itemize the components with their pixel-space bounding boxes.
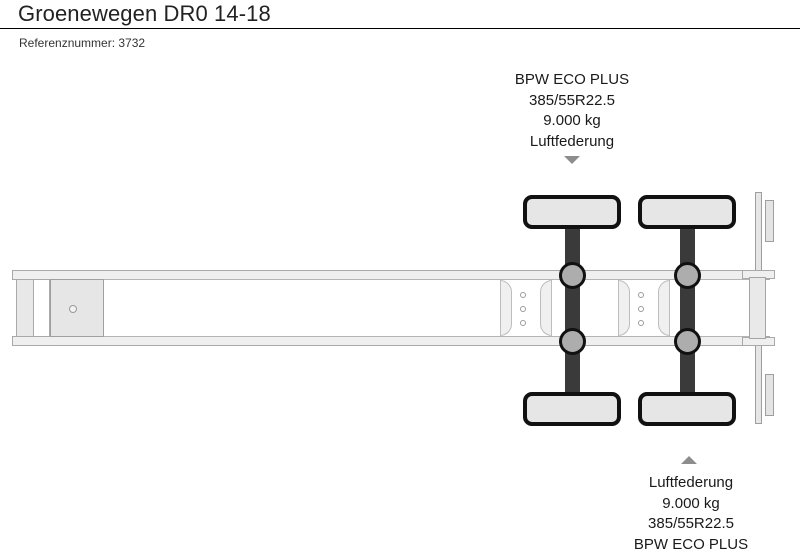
- spec-line-brand: BPW ECO PLUS: [452, 70, 692, 91]
- wheel-2-bottom: [638, 392, 736, 426]
- rear-frame-arm-bottom: [755, 338, 762, 424]
- wheel-2-top: [638, 195, 736, 229]
- axle-1-hub-top: [559, 262, 586, 289]
- rear-axle-spec-label: Luftfederung 9.000 kg 385/55R22.5 BPW EC…: [571, 473, 800, 555]
- hanger-web-left: [618, 280, 630, 336]
- hanger-bolt-holes: [518, 292, 528, 326]
- bolt-hole-icon: [520, 320, 526, 326]
- chassis-rail-bottom: [12, 336, 770, 346]
- bolt-hole-icon: [638, 306, 644, 312]
- spec-line-suspension: Luftfederung: [452, 132, 692, 153]
- wheel-1-top: [523, 195, 621, 229]
- kingpin-hole-icon: [69, 305, 77, 313]
- spec-line-tyre: 385/55R22.5: [571, 514, 800, 535]
- axle-2-hub-top: [674, 262, 701, 289]
- gooseneck-slot: [33, 280, 50, 336]
- hanger-bolt-holes: [636, 292, 646, 326]
- spec-line-suspension: Luftfederung: [571, 473, 800, 494]
- bolt-hole-icon: [638, 320, 644, 326]
- hanger-web-right: [540, 280, 552, 336]
- wheel-1-bottom: [523, 392, 621, 426]
- spec-line-capacity: 9.000 kg: [452, 111, 692, 132]
- bolt-hole-icon: [520, 292, 526, 298]
- bolt-hole-icon: [520, 306, 526, 312]
- spec-line-capacity: 9.000 kg: [571, 494, 800, 515]
- axle-2-hub-bottom: [674, 328, 701, 355]
- rear-frame-post: [749, 277, 766, 339]
- rear-bumper-pad-top: [765, 200, 774, 242]
- suspension-hanger-2: [618, 280, 670, 336]
- caret-down-icon: [564, 156, 580, 164]
- hanger-web-left: [500, 280, 512, 336]
- bolt-hole-icon: [638, 292, 644, 298]
- rear-frame-arm-top: [755, 192, 762, 278]
- spec-line-tyre: 385/55R22.5: [452, 91, 692, 112]
- axle-1-hub-bottom: [559, 328, 586, 355]
- kingpin-plate: [50, 279, 104, 337]
- hanger-web-right: [658, 280, 670, 336]
- caret-up-icon: [681, 456, 697, 464]
- front-axle-spec-label: BPW ECO PLUS 385/55R22.5 9.000 kg Luftfe…: [452, 70, 692, 152]
- suspension-hanger-1: [500, 280, 552, 336]
- rear-bumper-pad-bottom: [765, 374, 774, 416]
